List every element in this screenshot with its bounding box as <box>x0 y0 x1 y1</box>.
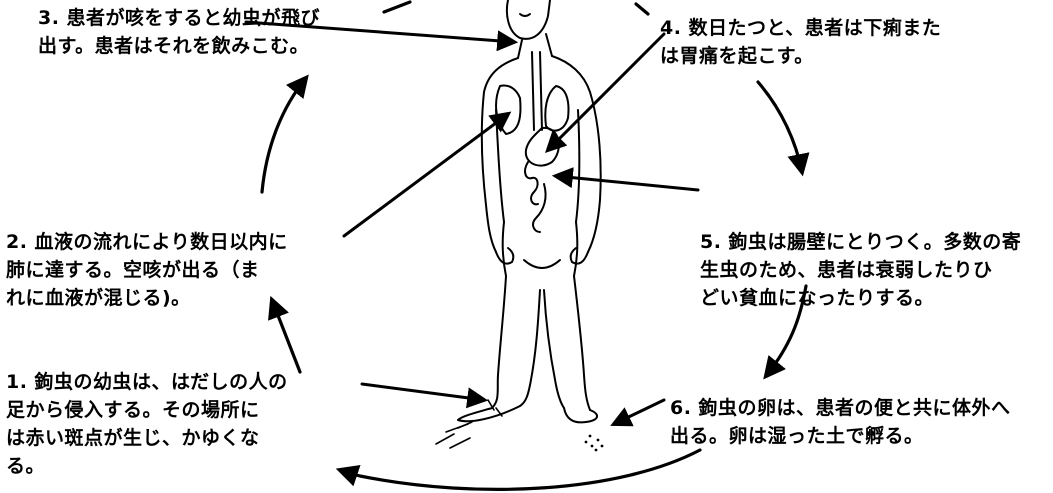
step-1-line-2: 足から侵入する。その場所に <box>6 396 288 424</box>
step-2-line-1: 2. 血液の流れにより数日以内に <box>6 228 288 256</box>
arrow-4-to-5 <box>758 82 802 172</box>
step-3-line-2: 出す。患者はそれを飲みこむ。 <box>38 32 320 60</box>
soil-marks <box>436 400 502 448</box>
step-2-line-3: れに血液が混じる)。 <box>6 284 288 312</box>
step-1-text: 1. 鉤虫の幼虫は、はだしの人の 足から侵入する。その場所に は赤い斑点が生じ、… <box>6 368 288 480</box>
arrow-6-to-1 <box>340 450 700 489</box>
step-5-line-3: どい貧血になったりする。 <box>700 284 1021 312</box>
hookworm-eggs <box>585 435 604 452</box>
step-5-line-1: 5. 鉤虫は腸壁にとりつく。多数の寄 <box>700 228 1021 256</box>
step-5-text: 5. 鉤虫は腸壁にとりつく。多数の寄 生虫のため、患者は衰弱したりひ どい貧血に… <box>700 228 1021 312</box>
step-1-line-3: は赤い斑点が生じ、かゆくな <box>6 424 288 452</box>
step-6-line-2: 出る。卵は湿った土で孵る。 <box>670 422 1011 450</box>
human-figure <box>458 0 601 422</box>
step-4-line-1: 4. 数日たつと、患者は下痢また <box>660 14 941 42</box>
arrow-2-to-3 <box>262 78 306 192</box>
pointer-5 <box>556 176 698 190</box>
step-6-text: 6. 鉤虫の卵は、患者の便と共に体外へ 出る。卵は湿った土で孵る。 <box>670 394 1011 450</box>
pointer-6 <box>614 400 664 424</box>
pointer-1 <box>362 384 484 400</box>
step-2-line-2: 肺に達する。空咳が出る（ま <box>6 256 288 284</box>
step-6-line-1: 6. 鉤虫の卵は、患者の便と共に体外へ <box>670 394 1011 422</box>
step-2-text: 2. 血液の流れにより数日以内に 肺に達する。空咳が出る（ま れに血液が混じる)… <box>6 228 288 312</box>
step-5-line-2: 生虫のため、患者は衰弱したりひ <box>700 256 1021 284</box>
step-3-text: 3. 患者が咳をすると幼虫が飛び 出す。患者はそれを飲みこむ。 <box>38 4 320 60</box>
pointer-lines <box>246 22 698 424</box>
step-3-line-1: 3. 患者が咳をすると幼虫が飛び <box>38 4 320 32</box>
step-1-line-4: る。 <box>6 452 288 480</box>
step-4-text: 4. 数日たつと、患者は下痢また は胃痛を起こす。 <box>660 14 941 70</box>
arrow-4-top <box>636 4 648 14</box>
arrow-3-top <box>384 2 410 12</box>
step-1-line-1: 1. 鉤虫の幼虫は、はだしの人の <box>6 368 288 396</box>
step-4-line-2: は胃痛を起こす。 <box>660 42 941 70</box>
